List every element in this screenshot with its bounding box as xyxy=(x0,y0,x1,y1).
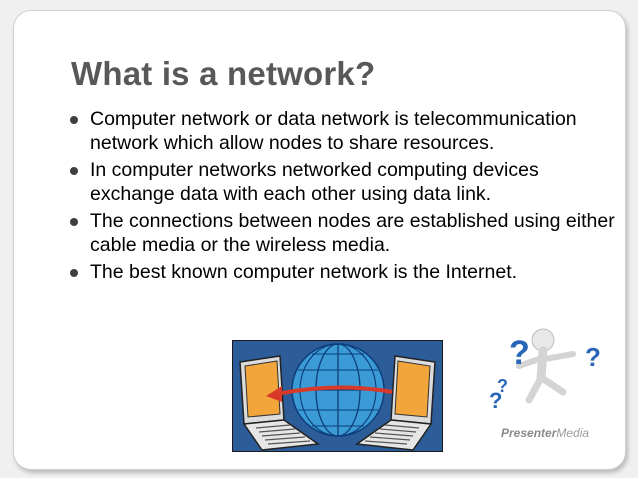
bullet-text: Computer network or data network is tele… xyxy=(90,108,577,154)
watermark-part2: Media xyxy=(556,426,590,440)
bullet-text: The best known computer network is the I… xyxy=(90,261,518,283)
network-laptops-globe-icon xyxy=(232,340,443,452)
right-laptop-icon xyxy=(354,355,436,451)
svg-text:?: ? xyxy=(497,376,508,396)
bullet-list: Computer network or data network is tele… xyxy=(70,107,615,287)
arrow-icon xyxy=(266,385,393,402)
question-mark-figure-icon: ? ? ? ? xyxy=(489,328,601,413)
bullet-text: The connections between nodes are establ… xyxy=(90,210,615,256)
bullet-item: The connections between nodes are establ… xyxy=(70,209,615,257)
bullet-dot-icon xyxy=(70,218,78,226)
svg-text:?: ? xyxy=(509,334,530,372)
svg-text:?: ? xyxy=(585,342,601,372)
bullet-dot-icon xyxy=(70,167,78,175)
bullet-text: In computer networks networked computing… xyxy=(90,159,539,205)
bullet-item: In computer networks networked computing… xyxy=(70,158,615,206)
svg-text:?: ? xyxy=(489,388,502,413)
bullet-dot-icon xyxy=(70,269,78,277)
slide: What is a network? Computer network or d… xyxy=(13,10,626,470)
bullet-dot-icon xyxy=(70,116,78,124)
slide-title: What is a network? xyxy=(71,55,376,92)
bullet-item: Computer network or data network is tele… xyxy=(70,107,615,155)
presentermedia-watermark: PresenterMedia xyxy=(501,426,589,440)
watermark-part1: Presenter xyxy=(501,426,557,440)
left-laptop-icon xyxy=(239,355,321,451)
bullet-item: The best known computer network is the I… xyxy=(70,260,615,284)
